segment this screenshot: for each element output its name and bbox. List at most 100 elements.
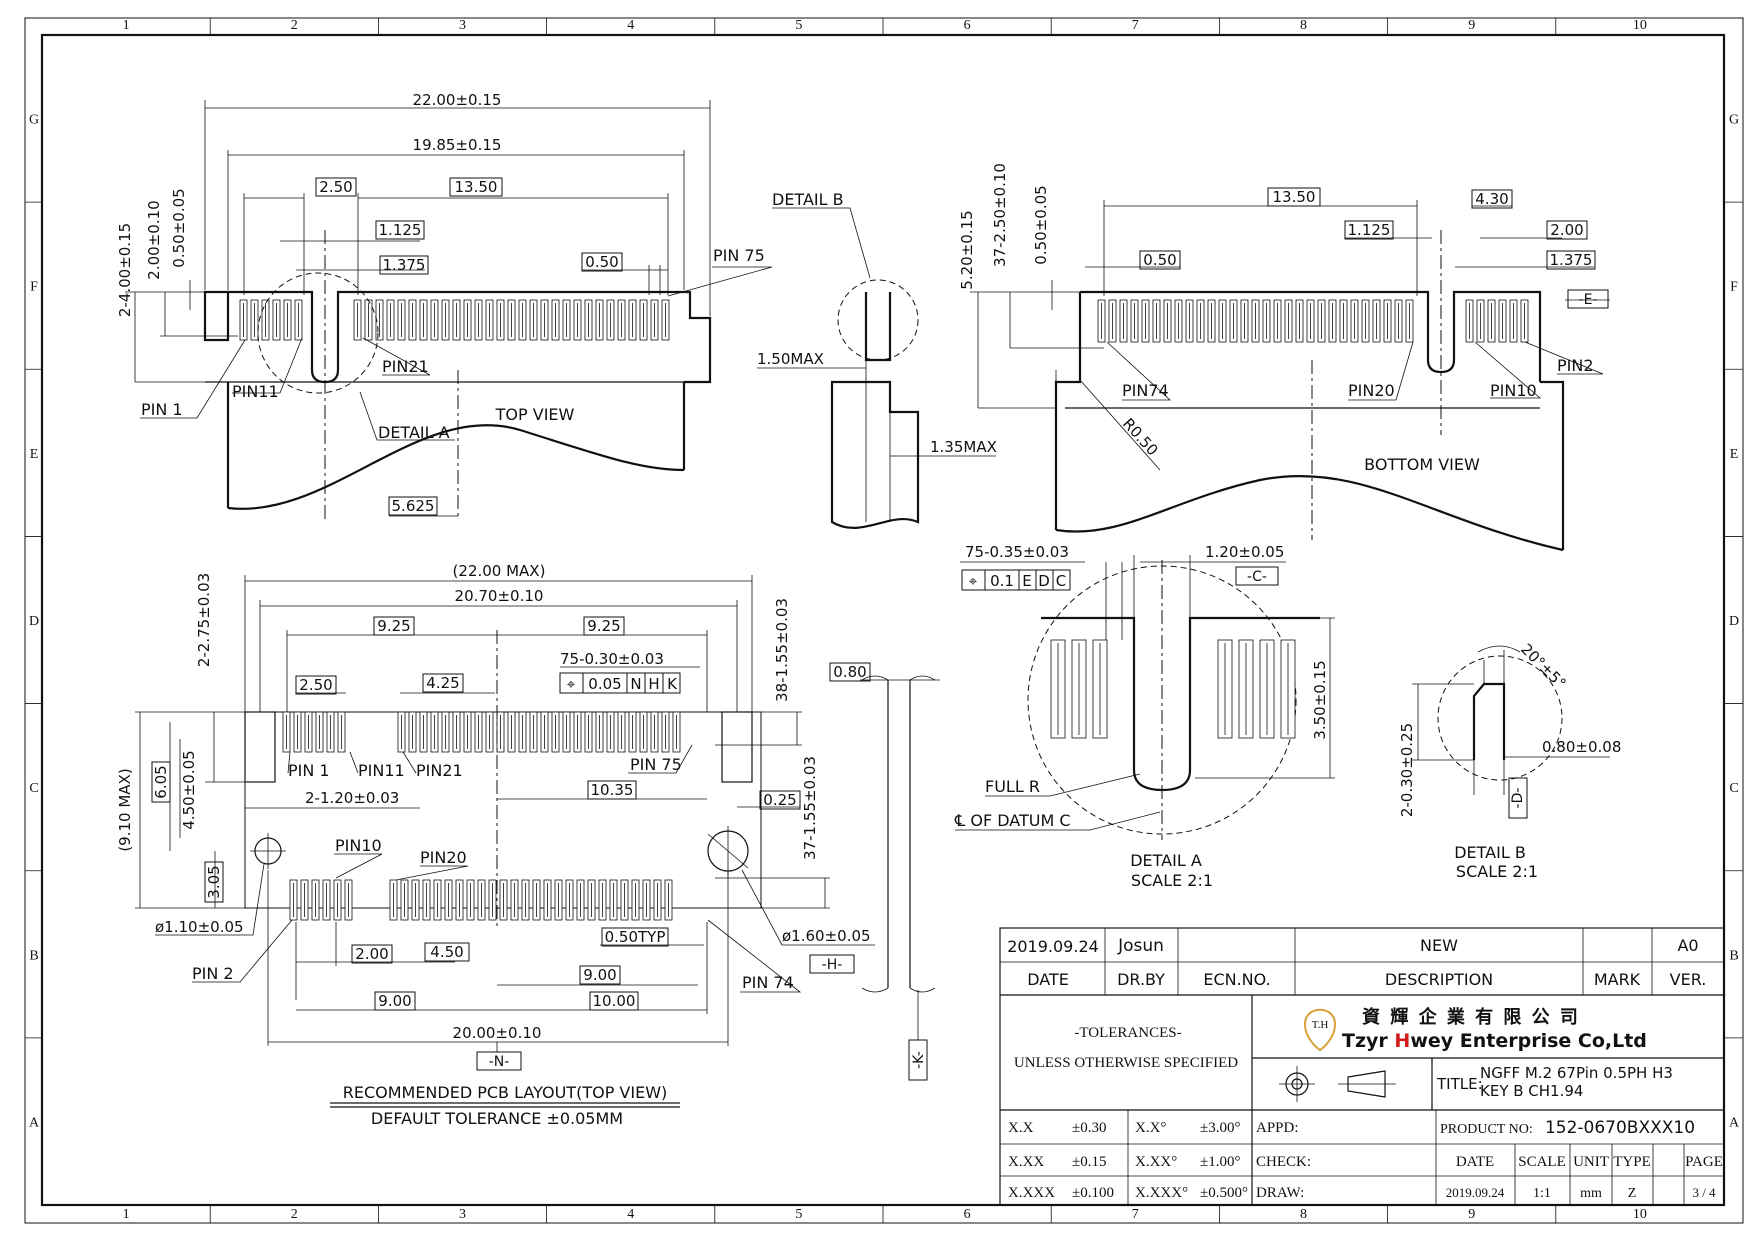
zone-row-label: A (1729, 1115, 1740, 1130)
bottom-datum-e: -E- (1579, 292, 1598, 308)
company-name-cn: 資 輝 企 業 有 限 公 司 (1362, 1006, 1580, 1028)
bottom-dim-2-00: 2.00 (1550, 221, 1583, 239)
pcb-dim-9-25-right: 9.25 (587, 617, 620, 635)
detail-a-dim-width: 1.20±0.05 (1205, 543, 1284, 561)
header-drby: DR.BY (1117, 970, 1165, 989)
top-label-pin21: PIN21 (382, 357, 429, 376)
pcb-label-pin74: PIN 74 (742, 973, 794, 992)
zone-col-label: 10 (1633, 1207, 1647, 1222)
svg-text:N: N (630, 675, 641, 693)
svg-text:H: H (648, 675, 659, 693)
top-label-detail-a: DETAIL A (378, 423, 450, 442)
pcb-dim-4-50: 4.50±0.05 (180, 750, 198, 829)
zone-row-label: E (30, 447, 39, 462)
bottom-view-break-line (1055, 474, 1564, 552)
pcb-dim-1-20: 2-1.20±0.03 (305, 789, 399, 807)
zone-row-label: F (30, 280, 38, 295)
side-dim-1-50max: 1.50MAX (757, 350, 824, 368)
tolerance-cell: X.XXX (1008, 1185, 1055, 1201)
detail-a-label-full-r: FULL R (985, 777, 1040, 796)
svg-text:0.1: 0.1 (990, 572, 1014, 590)
pcb-label-pin10: PIN10 (335, 836, 382, 855)
projection-symbol-icon (1279, 1066, 1396, 1102)
pcb-label-pin11: PIN11 (358, 761, 405, 780)
check-label: CHECK: (1256, 1154, 1311, 1170)
pcb-dim-10-35: 10.35 (591, 781, 634, 799)
side-view-clip (864, 292, 892, 362)
top-view: 22.00±0.15 19.85±0.15 2.50 13.50 1.125 1… (116, 91, 773, 520)
pcb-dim-hole2: ø1.60±0.05 (782, 927, 871, 945)
zone-col-label: 5 (795, 1207, 802, 1222)
top-dim-h2: 2.00±0.10 (145, 200, 163, 279)
tolerance-cell: ±0.15 (1072, 1154, 1106, 1170)
zone-col-label: 7 (1132, 1207, 1139, 1222)
pcb-dim-050typ: 0.50TYP (605, 928, 666, 946)
pcb-dim-pads: 75-0.30±0.03 (560, 650, 664, 668)
pcb-tolerance-frame: ⌖ 0.05 N H K (559, 672, 681, 694)
zone-row-label: C (1729, 781, 1738, 796)
zone-col-label: 3 (459, 18, 466, 33)
zone-row-label: B (29, 948, 38, 963)
zone-col-label: 1 (123, 18, 130, 33)
zone-row-label: D (29, 614, 39, 629)
tolerance-cell: ±1.00° (1200, 1154, 1240, 1170)
bottom-view-title: BOTTOM VIEW (1364, 455, 1480, 474)
detail-a-dim-pins: 75-0.35±0.03 (965, 543, 1069, 561)
tolerances-title: -TOLERANCES- (1074, 1025, 1181, 1041)
svg-text:D: D (1038, 572, 1050, 590)
zone-row-label: G (29, 113, 39, 128)
bottom-label-pin2: PIN2 (1557, 356, 1594, 375)
pcb-dim-2-50: 2.50 (299, 676, 332, 694)
company-name-en: Tzyr Hwey Enterprise Co,Ltd (1342, 1030, 1647, 1052)
detail-a-marker-circle (257, 272, 379, 394)
pcb-left-ear (244, 711, 276, 783)
pcb-dim-2-75: 2-2.75±0.03 (195, 573, 213, 667)
zone-col-label: 6 (964, 18, 971, 33)
top-dim-body: 19.85±0.15 (413, 136, 502, 154)
bottom-dim-h3: 0.50±0.05 (1032, 185, 1050, 264)
pcb-dim-9-10: (9.10 MAX) (116, 768, 134, 851)
detail-b-datum-d: -D- (1510, 788, 1526, 809)
pcb-dim-9-00-left: 9.00 (378, 992, 411, 1010)
detail-a-title: DETAIL A (1130, 851, 1202, 870)
outer-border (24, 17, 1744, 1224)
detail-b-marker-circle (837, 279, 919, 361)
pcb-pads-top-right (397, 711, 681, 753)
side-dim-1-35max: 1.35MAX (930, 438, 997, 456)
bottom-view-body (1080, 290, 1542, 382)
bottom-dim-1-125: 1.125 (1348, 221, 1391, 239)
detail-b-dim-angle: 20°±5° (1517, 640, 1569, 692)
pcb-datum-k: -K- (911, 1051, 927, 1069)
bottom-view-pins-main (1097, 299, 1414, 343)
field-type: TYPE (1613, 1154, 1651, 1170)
tolerance-cell: X.XXX° (1135, 1185, 1188, 1201)
pcb-dim-2-00: 2.00 (355, 945, 388, 963)
zone-col-label: 9 (1468, 1207, 1475, 1222)
zone-row-label: A (29, 1115, 40, 1130)
detail-a: 75-0.35±0.03 ⌖ 0.1 E D C 1.20±0.05 -C- 3… (954, 543, 1335, 890)
header-description: DESCRIPTION (1385, 970, 1493, 989)
svg-text:E: E (1022, 572, 1031, 590)
tolerance-cell: ±0.30 (1072, 1120, 1106, 1136)
rev-date: 2019.09.24 (1007, 937, 1099, 956)
top-view-title: TOP VIEW (495, 405, 575, 424)
field-date: DATE (1456, 1154, 1494, 1170)
header-ver: VER. (1670, 970, 1707, 989)
pcb-pads-top-left (282, 711, 346, 753)
top-view-sides (226, 382, 686, 508)
svg-text:C: C (1056, 572, 1066, 590)
top-label-pin75: PIN 75 (713, 246, 765, 265)
zone-col-label: 1 (123, 1207, 130, 1222)
rev-drby: Josun (1117, 936, 1164, 956)
pcb-dim-3-05: 3.05 (205, 865, 223, 898)
bottom-label-pin74: PIN74 (1122, 381, 1169, 400)
zone-col-label: 4 (627, 1207, 634, 1222)
pcb-right-ear (721, 711, 753, 783)
field-page: PAGE (1685, 1154, 1723, 1170)
top-view-pins-right (353, 299, 670, 341)
pcb-label-pin21: PIN21 (416, 761, 463, 780)
zone-col-label: 8 (1300, 18, 1307, 33)
tolerance-cell: ±0.100 (1072, 1185, 1114, 1201)
pcb-layout-subtitle: DEFAULT TOLERANCE ±0.05MM (371, 1109, 623, 1128)
detail-a-dim-height: 3.50±0.15 (1311, 660, 1329, 739)
